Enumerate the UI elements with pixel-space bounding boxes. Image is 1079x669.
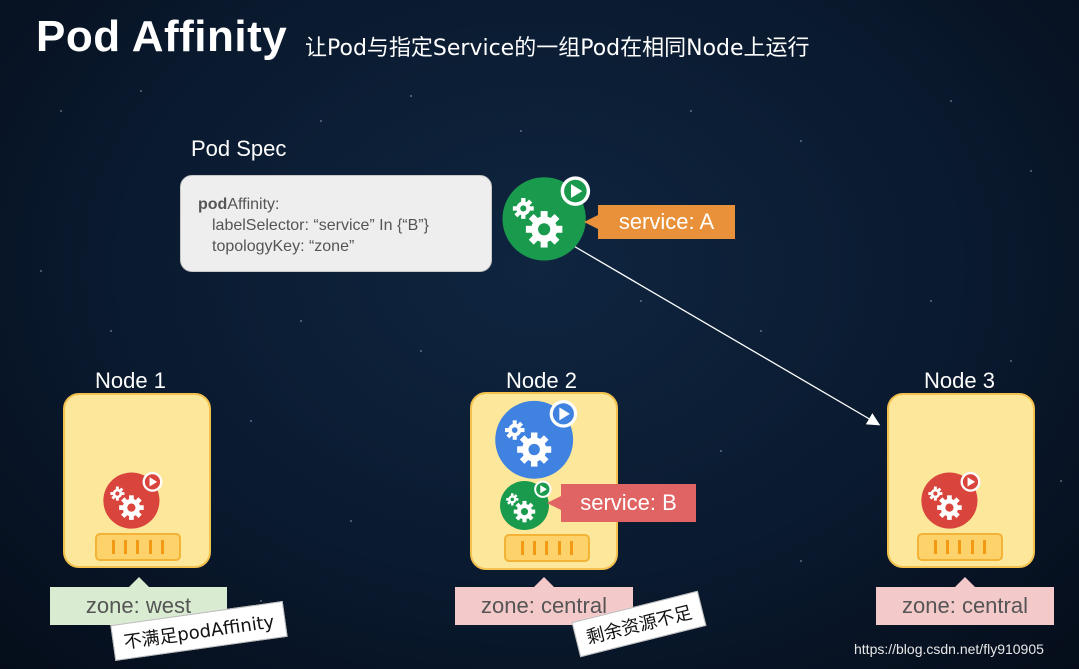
- watermark: https://blog.csdn.net/fly910905: [854, 641, 1044, 657]
- service-b-tag: service: B: [547, 484, 696, 522]
- gears-play-icon: [500, 480, 552, 530]
- kubelet-icon: [95, 533, 181, 561]
- node-2-label: Node 2: [506, 368, 577, 393]
- node-1-label: Node 1: [95, 368, 166, 393]
- node-1: [63, 393, 211, 568]
- service-a-tag: service: A: [584, 205, 735, 239]
- pod-spec-box: podAffinity: labelSelector: “service” In…: [180, 175, 492, 272]
- gears-play-icon: [502, 176, 591, 261]
- gears-play-icon: [103, 471, 163, 529]
- node-2: [470, 392, 618, 570]
- kubelet-icon: [504, 534, 590, 562]
- kubelet-icon: [917, 533, 1003, 561]
- node-3: [887, 393, 1035, 568]
- gears-play-icon: [921, 471, 981, 529]
- pod-spec-label: Pod Spec: [191, 136, 287, 161]
- zone-central-label-3: zone: central: [876, 577, 1054, 625]
- node-3-label: Node 3: [924, 368, 995, 393]
- gears-play-icon: [495, 400, 578, 479]
- page-subtitle: 让Pod与指定Service的一组Pod在相同Node上运行: [305, 36, 810, 61]
- spec-line-2: labelSelector: “service” In {“B”}: [212, 217, 429, 234]
- spec-line-1: podAffinity:: [198, 194, 491, 215]
- spec-key-rest: Affinity:: [227, 196, 280, 213]
- spec-key-bold: pod: [198, 196, 228, 213]
- page-title: Pod Affinity: [36, 12, 288, 61]
- spec-line-3: topologyKey: “zone”: [212, 238, 355, 255]
